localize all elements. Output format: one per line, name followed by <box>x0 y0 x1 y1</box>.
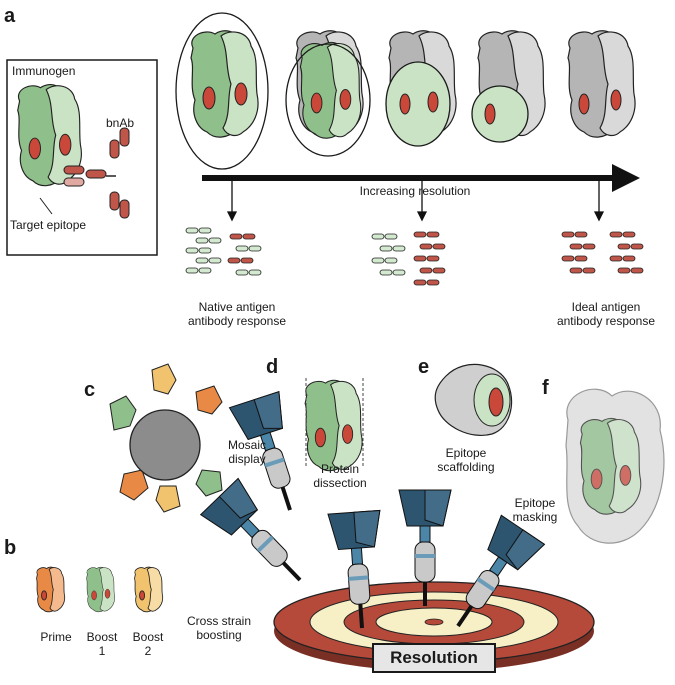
bnab-antibody <box>63 127 130 219</box>
prime-protein <box>36 566 66 613</box>
selection-ellipse-3 <box>385 61 451 147</box>
immunogen-label: Immunogen <box>12 64 76 78</box>
boost1-protein <box>86 566 115 613</box>
resolution-stage-1 <box>190 30 259 138</box>
selection-ellipse-2 <box>285 43 371 157</box>
panel-label-c: c <box>84 379 96 401</box>
panel-label-b: b <box>4 537 17 559</box>
target-epitope-label: Target epitope <box>10 218 87 232</box>
response-arrows <box>226 178 605 222</box>
mosaic-nanoparticle <box>109 363 223 513</box>
native-antibody-cluster <box>185 227 262 276</box>
prime-label: Prime <box>40 630 72 644</box>
selection-circle-4 <box>471 85 529 143</box>
selection-ellipse-1 <box>175 12 269 170</box>
immunogen-box <box>6 59 158 256</box>
target-epitope-pointer <box>39 197 53 215</box>
bnab-label: bnAb <box>106 116 135 130</box>
dartboard-target <box>273 581 595 671</box>
resolution-stage-5 <box>567 30 636 138</box>
axis-label: Increasing resolution <box>359 184 471 198</box>
intermediate-antibody-cluster <box>371 231 446 286</box>
resolution-arrowhead <box>612 164 640 192</box>
dart-cross-strain <box>200 477 320 599</box>
boost2-protein <box>134 566 164 613</box>
panel-label-a: a <box>4 5 16 27</box>
panel-label-f: f <box>542 377 549 399</box>
dissected-protein <box>304 379 363 472</box>
ideal-antibody-cluster <box>561 231 644 274</box>
panel-label-e: e <box>418 356 430 378</box>
resolution-label: Resolution <box>372 643 496 673</box>
panel-label-d: d <box>266 356 279 378</box>
